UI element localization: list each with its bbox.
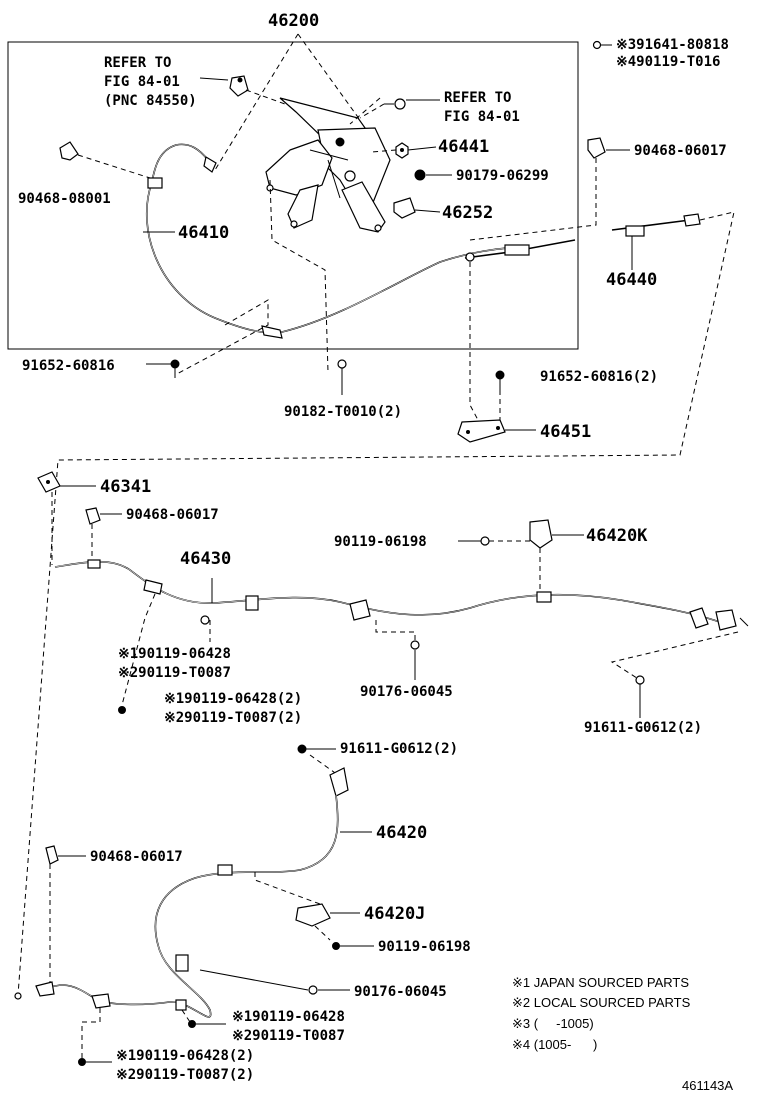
leader-refer-a [199, 77, 229, 81]
label-90468-06017-top: 90468-06017 [634, 143, 727, 159]
label-90119-T016: ※490119-T016 [616, 54, 720, 70]
label-91641-80818: ※391641-80818 [616, 37, 729, 53]
nut-90176-06045-a [410, 640, 420, 650]
label-90179-06299: 90179-06299 [456, 168, 549, 184]
label-91611-G0612-2b: 91611-G0612(2) [340, 741, 458, 757]
label-46420J: 46420J [364, 904, 425, 924]
label-90468-06017-mid: 90468-06017 [126, 507, 219, 523]
label-2-90119-T0087-2b: ※290119-T0087(2) [116, 1067, 254, 1083]
label-1-90119-06428-2a: ※190119-06428(2) [164, 691, 302, 707]
bolt-91652-60816-left [170, 359, 180, 378]
label-refer-b-line1: REFER TO [444, 90, 511, 106]
label-46430: 46430 [180, 549, 231, 569]
label-46420: 46420 [376, 823, 427, 843]
label-90182-T0010-2: 90182-T0010(2) [284, 404, 402, 420]
label-1-90119-06428-a: ※190119-06428 [118, 646, 231, 662]
nut-90176-06045-b [308, 985, 318, 995]
label-90176-06045-a: 90176-06045 [360, 684, 453, 700]
label-91652-60816-2: 91652-60816(2) [540, 369, 658, 385]
legend-note-4: ※4 (1005- ) [512, 1037, 597, 1052]
label-90468-08001: 90468-08001 [18, 191, 111, 207]
legend-note-1: ※1 JAPAN SOURCED PARTS [512, 975, 689, 990]
label-46252: 46252 [442, 203, 493, 223]
bolt-90119-06428-2a [118, 706, 126, 714]
nut-90179-06299 [414, 169, 426, 181]
parking-brake-pedal-assembly [265, 97, 391, 233]
bolt-90119-06428-a [200, 615, 210, 625]
label-46441: 46441 [438, 137, 489, 157]
label-2-90119-T0087-a: ※290119-T0087 [118, 665, 231, 681]
label-46410: 46410 [178, 223, 229, 243]
bolt-refer-b [384, 98, 406, 110]
legend-note-3: ※3 ( -1005) [512, 1016, 594, 1031]
bracket-46252 [393, 197, 416, 219]
bracket-46451 [457, 419, 506, 443]
label-refer-a-line3: (PNC 84550) [104, 93, 197, 109]
bolt-91611-G0612-2a [635, 675, 645, 685]
label-1-90119-06428-2b: ※190119-06428(2) [116, 1048, 254, 1064]
clip-90468-08001 [59, 141, 79, 161]
label-46420K: 46420K [586, 526, 648, 546]
label-46440: 46440 [606, 270, 657, 290]
label-46451: 46451 [540, 422, 591, 442]
bolt-90119-06428-b [188, 1020, 196, 1028]
clip-90468-06017-mid [85, 507, 101, 525]
label-refer-b-line2: FIG 84-01 [444, 109, 520, 125]
cable-46420 [14, 767, 349, 1018]
legend-note-2: ※2 LOCAL SOURCED PARTS [512, 995, 691, 1010]
clip-90468-06017-top [587, 137, 606, 159]
nut-46441 [395, 142, 409, 159]
bracket-46420J [295, 903, 331, 927]
bracket-46420K [529, 519, 553, 549]
bolt-90119-06198-a [480, 536, 490, 546]
label-refer-a-line2: FIG 84-01 [104, 74, 180, 90]
cable-46440 [464, 213, 701, 262]
label-2-90119-T0087-b: ※290119-T0087 [232, 1028, 345, 1044]
bolt-91641-80818 [592, 40, 612, 50]
label-46341: 46341 [100, 477, 151, 497]
label-1-90119-06428-b: ※190119-06428 [232, 1009, 345, 1025]
label-2-90119-T0087-2a: ※290119-T0087(2) [164, 710, 302, 726]
label-90119-06198-a: 90119-06198 [334, 534, 427, 550]
bolt-91652-60816-2 [495, 370, 505, 390]
label-91611-G0612-2a: 91611-G0612(2) [584, 720, 702, 736]
label-refer-a-line1: REFER TO [104, 55, 171, 71]
label-90119-06198-b: 90119-06198 [378, 939, 471, 955]
clip-refer-a [229, 75, 249, 97]
figure-id: 461143A [682, 1078, 733, 1093]
cable-46410 [145, 143, 521, 339]
label-91652-60816-left: 91652-60816 [22, 358, 115, 374]
cable-46430 [54, 559, 749, 631]
clip-90468-06017-low [45, 845, 59, 865]
bolt-90119-06198-b [332, 942, 340, 950]
label-90176-06045-b: 90176-06045 [354, 984, 447, 1000]
bolt-91611-G0612-2b [297, 744, 307, 754]
label-90468-06017-low: 90468-06017 [90, 849, 183, 865]
label-46200: 46200 [268, 11, 319, 31]
bolt-90119-06428-2b [78, 1058, 86, 1066]
bolt-90182-T0010 [337, 359, 347, 369]
